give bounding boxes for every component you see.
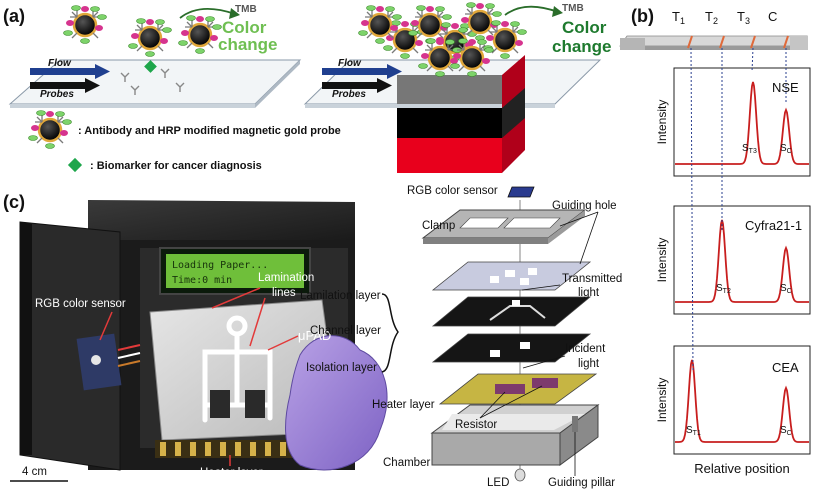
strip-label-t2: T2 [705, 9, 718, 26]
legend-biomarker-icon [67, 157, 83, 173]
strip-label-t3: T3 [737, 9, 750, 26]
panel-c-label: (c) [3, 192, 25, 212]
panel-b-label: (b) [631, 6, 654, 26]
intensity-plot-cea: CEA ST1 SC [673, 345, 811, 455]
guiding-pillar-part [572, 416, 578, 432]
color-change-right-1: Color [562, 18, 607, 37]
ctrl-label-cyfra: SC [780, 283, 792, 295]
flow-label: Flow [48, 58, 72, 69]
exp-chamber-label: Chamber [383, 457, 430, 469]
exp-transmitted-label-1: Transmitted [562, 273, 622, 285]
probes-arrow [30, 82, 85, 89]
color-change-left-1: Color [222, 18, 267, 37]
tmb-label-left: TMB [235, 4, 257, 15]
exp-rgb-sensor-label: RGB color sensor [407, 185, 498, 197]
flow-label-right: Flow [338, 58, 362, 69]
heater-pins [155, 440, 330, 458]
exp-clamp-label: Clamp [422, 220, 455, 232]
isolation-layer-part [431, 333, 592, 363]
device-photo: Loading Paper... Time:0 min [19, 200, 388, 471]
ylabel-cyfra: Intensity [655, 238, 669, 283]
tmb-arrow-right [504, 5, 559, 16]
panel-a-label: (a) [3, 6, 25, 26]
photo-lamination-label-1: Lamination [258, 272, 314, 284]
color-change-right-2: change [552, 37, 612, 56]
exp-isolation-label: Isolation layer [306, 362, 377, 374]
ylabel-nse: Intensity [655, 100, 669, 145]
legend-biomarker-text: : Biomarker for cancer diagnosis [90, 160, 262, 172]
channel-layer-part [431, 296, 592, 327]
ylabel-cea: Intensity [655, 378, 669, 423]
legend-probe-icon [27, 109, 73, 150]
flow-strip-left: Flow Probes [8, 4, 302, 108]
exp-lamilation-label: Lamilation layer [300, 290, 381, 302]
photo-upad-label: μPAD [298, 328, 331, 343]
exp-incident-label-1: Incident [565, 343, 606, 355]
peak-label-nse: ST3 [742, 143, 757, 155]
layer-brace [381, 293, 399, 373]
marker-cyfra: Cyfra21-1 [745, 218, 802, 233]
legend-probe-text: : Antibody and HRP modified magnetic gol… [78, 125, 341, 137]
curve-nse [675, 81, 809, 165]
rgb-sensor-part [507, 186, 535, 198]
exp-guiding-hole-label: Guiding hole [552, 200, 617, 212]
biomarker-diamond [144, 60, 157, 73]
exp-transmitted-label-2: light [578, 287, 600, 299]
peak-label-cea: ST1 [686, 425, 701, 437]
exp-incident-label-2: light [578, 358, 600, 370]
xlabel: Relative position [694, 461, 789, 476]
scale-label: 4 cm [22, 466, 47, 478]
tmb-arrow-left [179, 8, 236, 19]
curve-cyfra [675, 219, 809, 303]
exp-channel-label: Channel layer [310, 325, 381, 337]
led-part [514, 468, 526, 482]
intensity-plot-nse: NSE ST3 SC [673, 67, 811, 177]
test-strip [619, 35, 808, 50]
exploded-view [421, 186, 600, 482]
exp-resistor-label: Resistor [455, 419, 497, 431]
detector-black [397, 108, 502, 138]
marker-cea: CEA [772, 360, 799, 375]
glove-hand [285, 335, 388, 471]
intensity-plot-cyfra: Cyfra21-1 ST2 SC [673, 205, 811, 315]
tmb-label-right: TMB [562, 3, 584, 14]
photo-rgb-sensor-label: RGB color sensor [35, 298, 126, 310]
curve-cea [675, 359, 809, 443]
color-change-left-2: change [218, 35, 278, 54]
ctrl-label-nse: SC [780, 143, 792, 155]
lcd-line-1: Loading Paper... [172, 260, 268, 271]
detector-red [397, 138, 502, 173]
marker-nse: NSE [772, 80, 799, 95]
photo-lamination-label-2: lines [272, 287, 296, 299]
lcd-screen [166, 254, 304, 288]
peak-label-cyfra: ST2 [716, 283, 731, 295]
lcd-line-2: Time:0 min [172, 275, 232, 286]
probe-icon [127, 17, 173, 58]
strip-label-c: C [768, 9, 777, 24]
probes-label: Probes [40, 89, 74, 100]
flow-strip-right: Flow Probes [303, 1, 602, 173]
photo-heater-label: Heater layer [200, 467, 263, 479]
exp-led-label: LED [487, 477, 509, 489]
exp-heater-label: Heater layer [372, 399, 435, 411]
flow-arrow [30, 68, 95, 75]
ctrl-label-cea: SC [780, 425, 792, 437]
strip-label-t1: T1 [672, 9, 685, 26]
position-guides [690, 47, 787, 373]
probes-label-right: Probes [332, 89, 366, 100]
exp-guiding-pillar-label: Guiding pillar [548, 477, 615, 489]
